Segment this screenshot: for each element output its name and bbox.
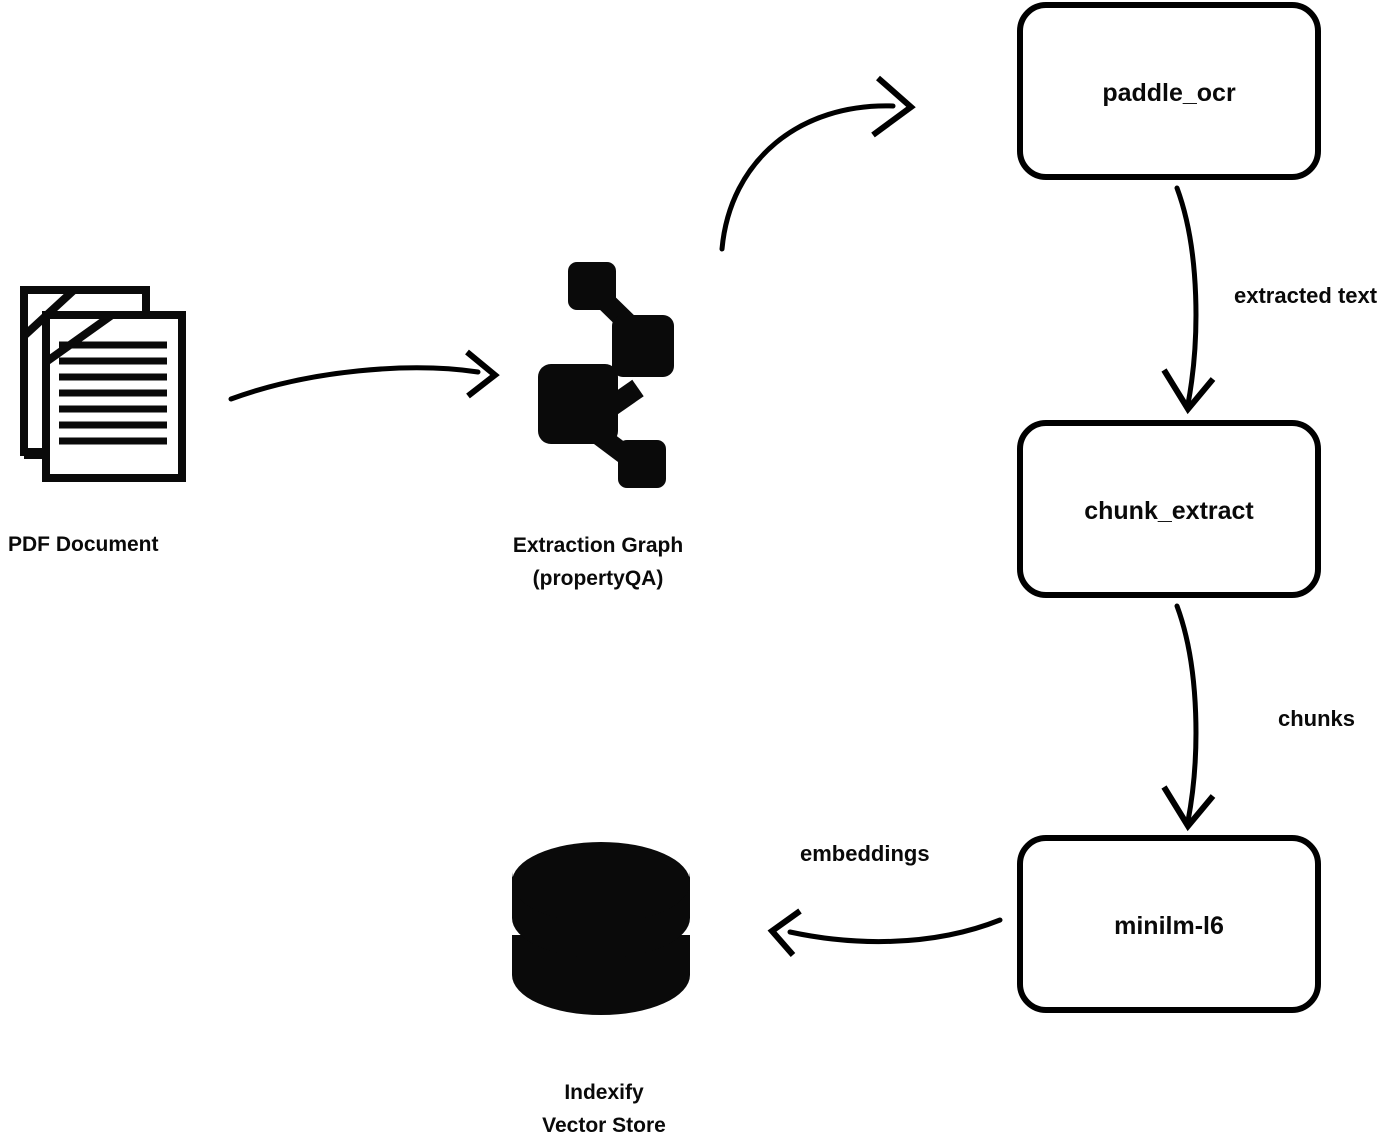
vector-store-caption-line2: Vector Store <box>542 1114 666 1137</box>
node-chunk-extract[interactable]: chunk_extract <box>1017 420 1321 598</box>
edge-label-chunks: chunks <box>1278 706 1355 731</box>
document-text-lines <box>59 341 167 445</box>
vector-store-caption-line1: Indexify <box>564 1081 644 1104</box>
edge-graph-to-paddle-ocr <box>719 75 916 252</box>
edge-paddle-ocr-to-chunk-extract <box>1161 185 1216 415</box>
edge-chunk-extract-to-minilm <box>1161 603 1216 832</box>
chunk-extract-box[interactable] <box>1017 420 1321 598</box>
graph-nodes-icon <box>538 262 674 488</box>
database-cylinder-icon <box>512 842 690 1015</box>
paddle-ocr-box[interactable] <box>1017 2 1321 180</box>
chunk-extract-label: chunk_extract <box>1084 497 1254 525</box>
edge-minilm-to-vector-store <box>767 908 1003 957</box>
paddle-ocr-label: paddle_ocr <box>1102 79 1236 107</box>
edge-label-extracted-text: extracted text <box>1234 283 1378 308</box>
node-minilm-l6[interactable]: minilm-l6 <box>1017 835 1321 1013</box>
edge-pdf-to-graph <box>228 349 500 402</box>
edge-label-embeddings: embeddings <box>800 841 930 866</box>
pdf-document-caption: PDF Document <box>8 533 159 556</box>
minilm-l6-box[interactable] <box>1017 835 1321 1013</box>
extraction-graph-caption-line1: Extraction Graph <box>513 534 683 557</box>
stacked-documents-icon <box>20 286 186 482</box>
extraction-graph-caption-line2: (propertyQA) <box>533 567 664 590</box>
node-paddle-ocr[interactable]: paddle_ocr <box>1017 2 1321 180</box>
minilm-l6-label: minilm-l6 <box>1114 912 1224 940</box>
